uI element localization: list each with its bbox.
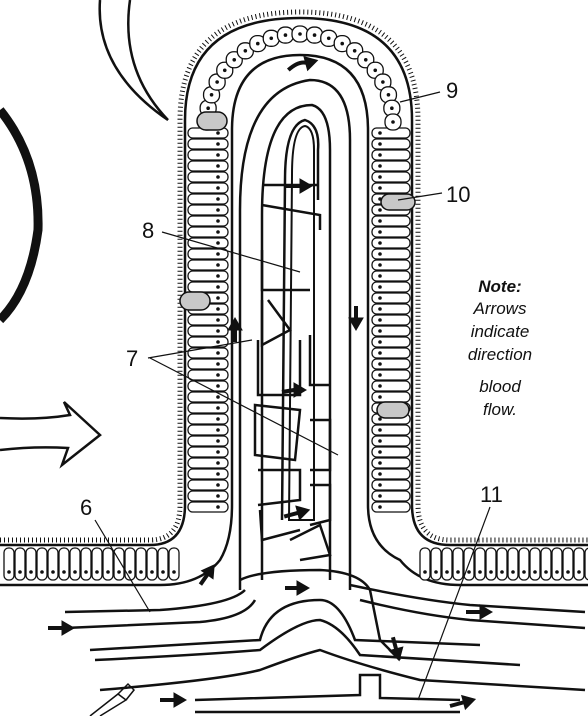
note-line-4: blood (479, 377, 521, 396)
arrow-upper (285, 179, 312, 193)
note-line-3: direction (468, 345, 532, 364)
note-heading: Note: (478, 277, 521, 296)
context-curve (100, 0, 168, 120)
label-8: 8 (142, 218, 154, 243)
label-11: 11 (480, 482, 503, 507)
arrow-bottom-in (160, 693, 186, 707)
arrow-base-mid (285, 581, 309, 595)
note-line-5: flow. (483, 400, 517, 419)
note-line-2: indicate (471, 322, 530, 341)
label-6: 6 (80, 495, 92, 520)
direction-outline-arrow (0, 402, 100, 465)
submucosal-vessels (65, 570, 585, 712)
note-block: Note: Arrows indicate direction blood fl… (468, 277, 532, 419)
adjacent-villus-edge (0, 110, 38, 320)
label-7: 7 (126, 346, 138, 371)
arrow-in-left (48, 621, 74, 635)
note-line-1: Arrows (473, 299, 527, 318)
label-10: 10 (446, 182, 470, 207)
label-9: 9 (446, 78, 458, 103)
arrow-bottom-out (448, 693, 477, 713)
